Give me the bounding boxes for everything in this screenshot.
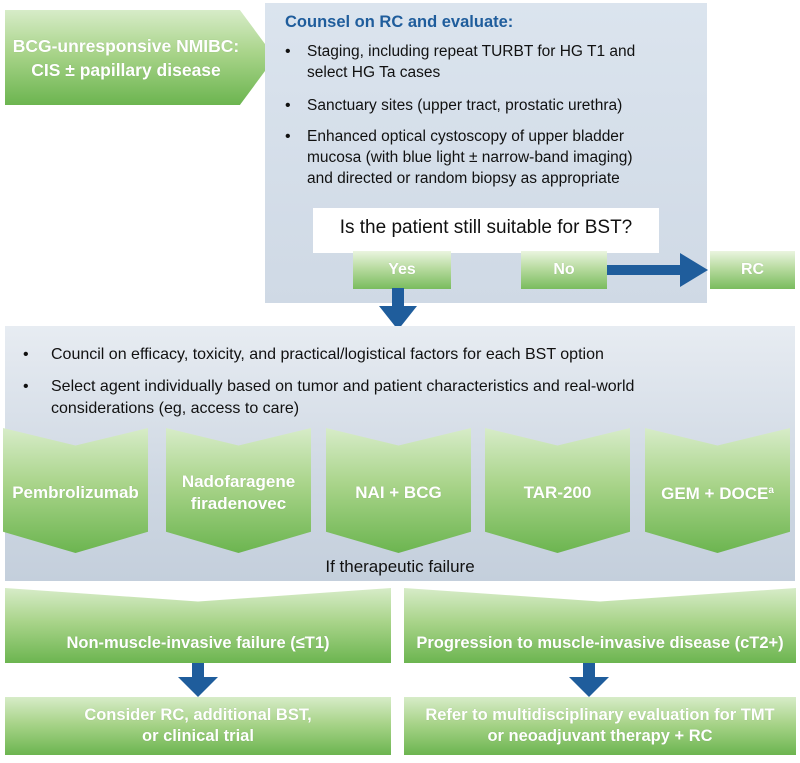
bullet-dot: •	[23, 378, 29, 395]
bullet-dot: •	[23, 346, 29, 363]
counsel-title: Counsel on RC and evaluate:	[285, 13, 514, 31]
counsel-bullet-3: • Enhanced optical cystoscopy of upper b…	[285, 126, 695, 189]
option-5-label: GEM + DOCEa	[661, 480, 774, 506]
result-left-line-1: Consider RC, additional BST,	[84, 706, 312, 724]
middle-bullet-2-line-1: Select agent individually based on tumor…	[51, 378, 635, 395]
option-nai-bcg: NAI + BCG	[326, 428, 471, 553]
counsel-bullet-3-line-2: mucosa (with blue light ± narrow-band im…	[307, 149, 633, 166]
right-down-arrow-shaft	[583, 663, 595, 679]
counsel-bullet-2-line-1: Sanctuary sites (upper tract, prostatic …	[307, 97, 623, 114]
counsel-bullet-3-line-3: and directed or random biopsy as appropr…	[307, 170, 620, 187]
suitability-question: Is the patient still suitable for BST?	[339, 217, 633, 238]
option-1-label: Pembrolizumab	[12, 482, 139, 502]
counsel-bullet-2: • Sanctuary sites (upper tract, prostati…	[285, 95, 695, 116]
counsel-bullet-3-line-1: Enhanced optical cystoscopy of upper bla…	[307, 128, 625, 145]
option-2-line-2: firadenovec	[190, 493, 287, 513]
middle-bullet-1: • Council on efficacy, toxicity, and pra…	[23, 344, 783, 366]
outcome-right-label: Progression to muscle-invasive disease (…	[416, 634, 784, 652]
rc-box: RC	[710, 251, 795, 289]
option-pembrolizumab: Pembrolizumab	[3, 428, 148, 553]
option-gem-doce: GEM + DOCEa	[645, 428, 790, 553]
bullet-dot: •	[285, 43, 291, 60]
option-4-label: TAR-200	[523, 482, 592, 502]
yes-box: Yes	[353, 251, 451, 289]
bullet-dot: •	[285, 97, 291, 114]
right-down-arrow-head	[569, 677, 609, 697]
outcome-non-muscle-invasive: Non-muscle-invasive failure (≤T1)	[5, 588, 391, 663]
result-right-line-2: or neoadjuvant therapy + RC	[487, 727, 713, 745]
no-to-rc-arrow-shaft	[607, 265, 682, 275]
outcome-muscle-invasive: Progression to muscle-invasive disease (…	[404, 588, 796, 663]
result-left-line-2: or clinical trial	[142, 727, 254, 745]
no-label: No	[553, 261, 575, 278]
no-to-rc-arrow-head	[680, 253, 708, 287]
question-box: Is the patient still suitable for BST?	[313, 208, 659, 253]
middle-bullet-1-line-1: Council on efficacy, toxicity, and pract…	[51, 346, 604, 363]
yes-down-arrow-shaft	[392, 288, 404, 308]
option-5-footnote: a	[768, 484, 774, 496]
yes-label: Yes	[388, 261, 416, 278]
option-5-text: GEM + DOCE	[661, 484, 769, 504]
result-right: Refer to multidisciplinary evaluation fo…	[404, 697, 796, 755]
option-3-label: NAI + BCG	[355, 482, 442, 502]
outcome-left-label: Non-muscle-invasive failure (≤T1)	[66, 634, 330, 652]
rc-label: RC	[740, 261, 765, 278]
counsel-bullet-1: • Staging, including repeat TURBT for HG…	[285, 41, 695, 83]
entry-line-1: BCG-unresponsive NMIBC:	[12, 35, 240, 56]
counsel-bullet-1-line-1: Staging, including repeat TURBT for HG T…	[307, 43, 636, 60]
option-2-line-1: Nadofaragene	[181, 471, 296, 491]
no-box: No	[521, 251, 607, 289]
counsel-box: Counsel on RC and evaluate: • Staging, i…	[265, 3, 707, 303]
option-nadofaragene: Nadofaragene firadenovec	[166, 428, 311, 553]
left-down-arrow-head	[178, 677, 218, 697]
middle-bullet-2-line-2: considerations (eg, access to care)	[51, 400, 300, 417]
middle-bullet-2: • Select agent individually based on tum…	[23, 376, 783, 420]
result-right-line-1: Refer to multidisciplinary evaluation fo…	[425, 706, 775, 724]
entry-criteria-box: BCG-unresponsive NMIBC: CIS ± papillary …	[5, 10, 275, 105]
option-tar-200: TAR-200	[485, 428, 630, 553]
entry-line-2: CIS ± papillary disease	[31, 59, 221, 80]
counsel-bullet-1-line-2: select HG Ta cases	[307, 64, 441, 81]
therapeutic-failure-label: If therapeutic failure	[325, 557, 475, 576]
result-left: Consider RC, additional BST, or clinical…	[5, 697, 391, 755]
left-down-arrow-shaft	[192, 663, 204, 679]
bullet-dot: •	[285, 128, 291, 145]
